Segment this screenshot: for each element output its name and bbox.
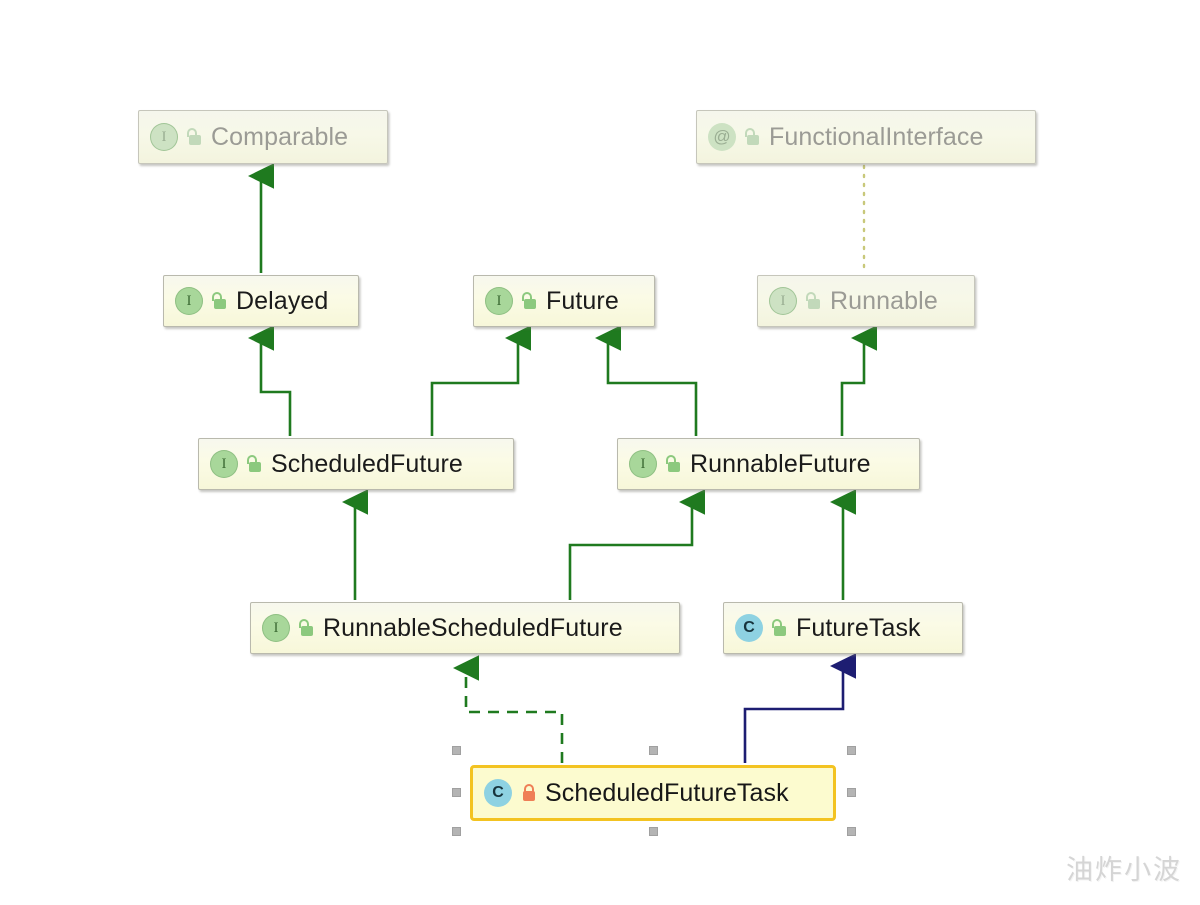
node-scheduledfuturetask[interactable]: C ScheduledFutureTask — [470, 765, 836, 821]
interface-icon: I — [769, 287, 797, 315]
node-label: ScheduledFutureTask — [545, 778, 789, 807]
selection-handle-bottom-center[interactable] — [649, 827, 658, 836]
annotation-icon: @ — [708, 123, 736, 151]
edge-scheduledfuture-to-future — [430, 325, 531, 436]
edge-runnablefuture-to-future — [595, 325, 698, 436]
selection-handle-top-right[interactable] — [847, 746, 856, 755]
node-label: RunnableFuture — [690, 449, 871, 478]
unlock-icon — [522, 291, 538, 311]
interface-icon: I — [150, 123, 178, 151]
interface-icon: I — [629, 450, 657, 478]
unlock-icon — [212, 291, 228, 311]
edge-sft-to-rsf-dashed — [453, 655, 564, 763]
unlock-icon — [745, 127, 761, 147]
node-label: FunctionalInterface — [769, 122, 984, 151]
interface-icon: I — [210, 450, 238, 478]
unlock-icon — [772, 618, 788, 638]
selection-handle-bottom-left[interactable] — [452, 827, 461, 836]
node-label: Future — [546, 286, 619, 315]
edge-rsf-to-runnablefuture — [568, 489, 705, 600]
watermark: 油炸小波 — [1066, 855, 1182, 886]
selection-handle-middle-left[interactable] — [452, 788, 461, 797]
unlock-icon — [299, 618, 315, 638]
node-comparable[interactable]: I Comparable — [138, 110, 388, 164]
node-futuretask[interactable]: C FutureTask — [723, 602, 963, 654]
lock-icon — [521, 783, 537, 803]
node-label: Delayed — [236, 286, 329, 315]
edge-sft-to-futuretask — [743, 653, 856, 763]
node-label: RunnableScheduledFuture — [323, 613, 623, 642]
node-label: ScheduledFuture — [271, 449, 463, 478]
node-runnablescheduledfuture[interactable]: I RunnableScheduledFuture — [250, 602, 680, 654]
node-functionalinterface[interactable]: @ FunctionalInterface — [696, 110, 1036, 164]
unlock-icon — [187, 127, 203, 147]
unlock-icon — [806, 291, 822, 311]
node-label: Runnable — [830, 286, 938, 315]
node-delayed[interactable]: I Delayed — [163, 275, 359, 327]
edge-runnablefuture-to-runnable — [840, 325, 877, 436]
node-label: Comparable — [211, 122, 349, 151]
interface-icon: I — [485, 287, 513, 315]
selection-handle-bottom-right[interactable] — [847, 827, 856, 836]
node-runnable[interactable]: I Runnable — [757, 275, 975, 327]
node-future[interactable]: I Future — [473, 275, 655, 327]
unlock-icon — [666, 454, 682, 474]
class-icon: C — [484, 779, 512, 807]
node-runnablefuture[interactable]: I RunnableFuture — [617, 438, 920, 490]
edge-scheduledfuture-to-delayed — [248, 325, 292, 436]
selection-handle-middle-right[interactable] — [847, 788, 856, 797]
unlock-icon — [247, 454, 263, 474]
node-label: FutureTask — [796, 613, 921, 642]
selection-handle-top-left[interactable] — [452, 746, 461, 755]
interface-icon: I — [175, 287, 203, 315]
interface-icon: I — [262, 614, 290, 642]
class-icon: C — [735, 614, 763, 642]
selection-handle-top-center[interactable] — [649, 746, 658, 755]
node-scheduledfuture[interactable]: I ScheduledFuture — [198, 438, 514, 490]
